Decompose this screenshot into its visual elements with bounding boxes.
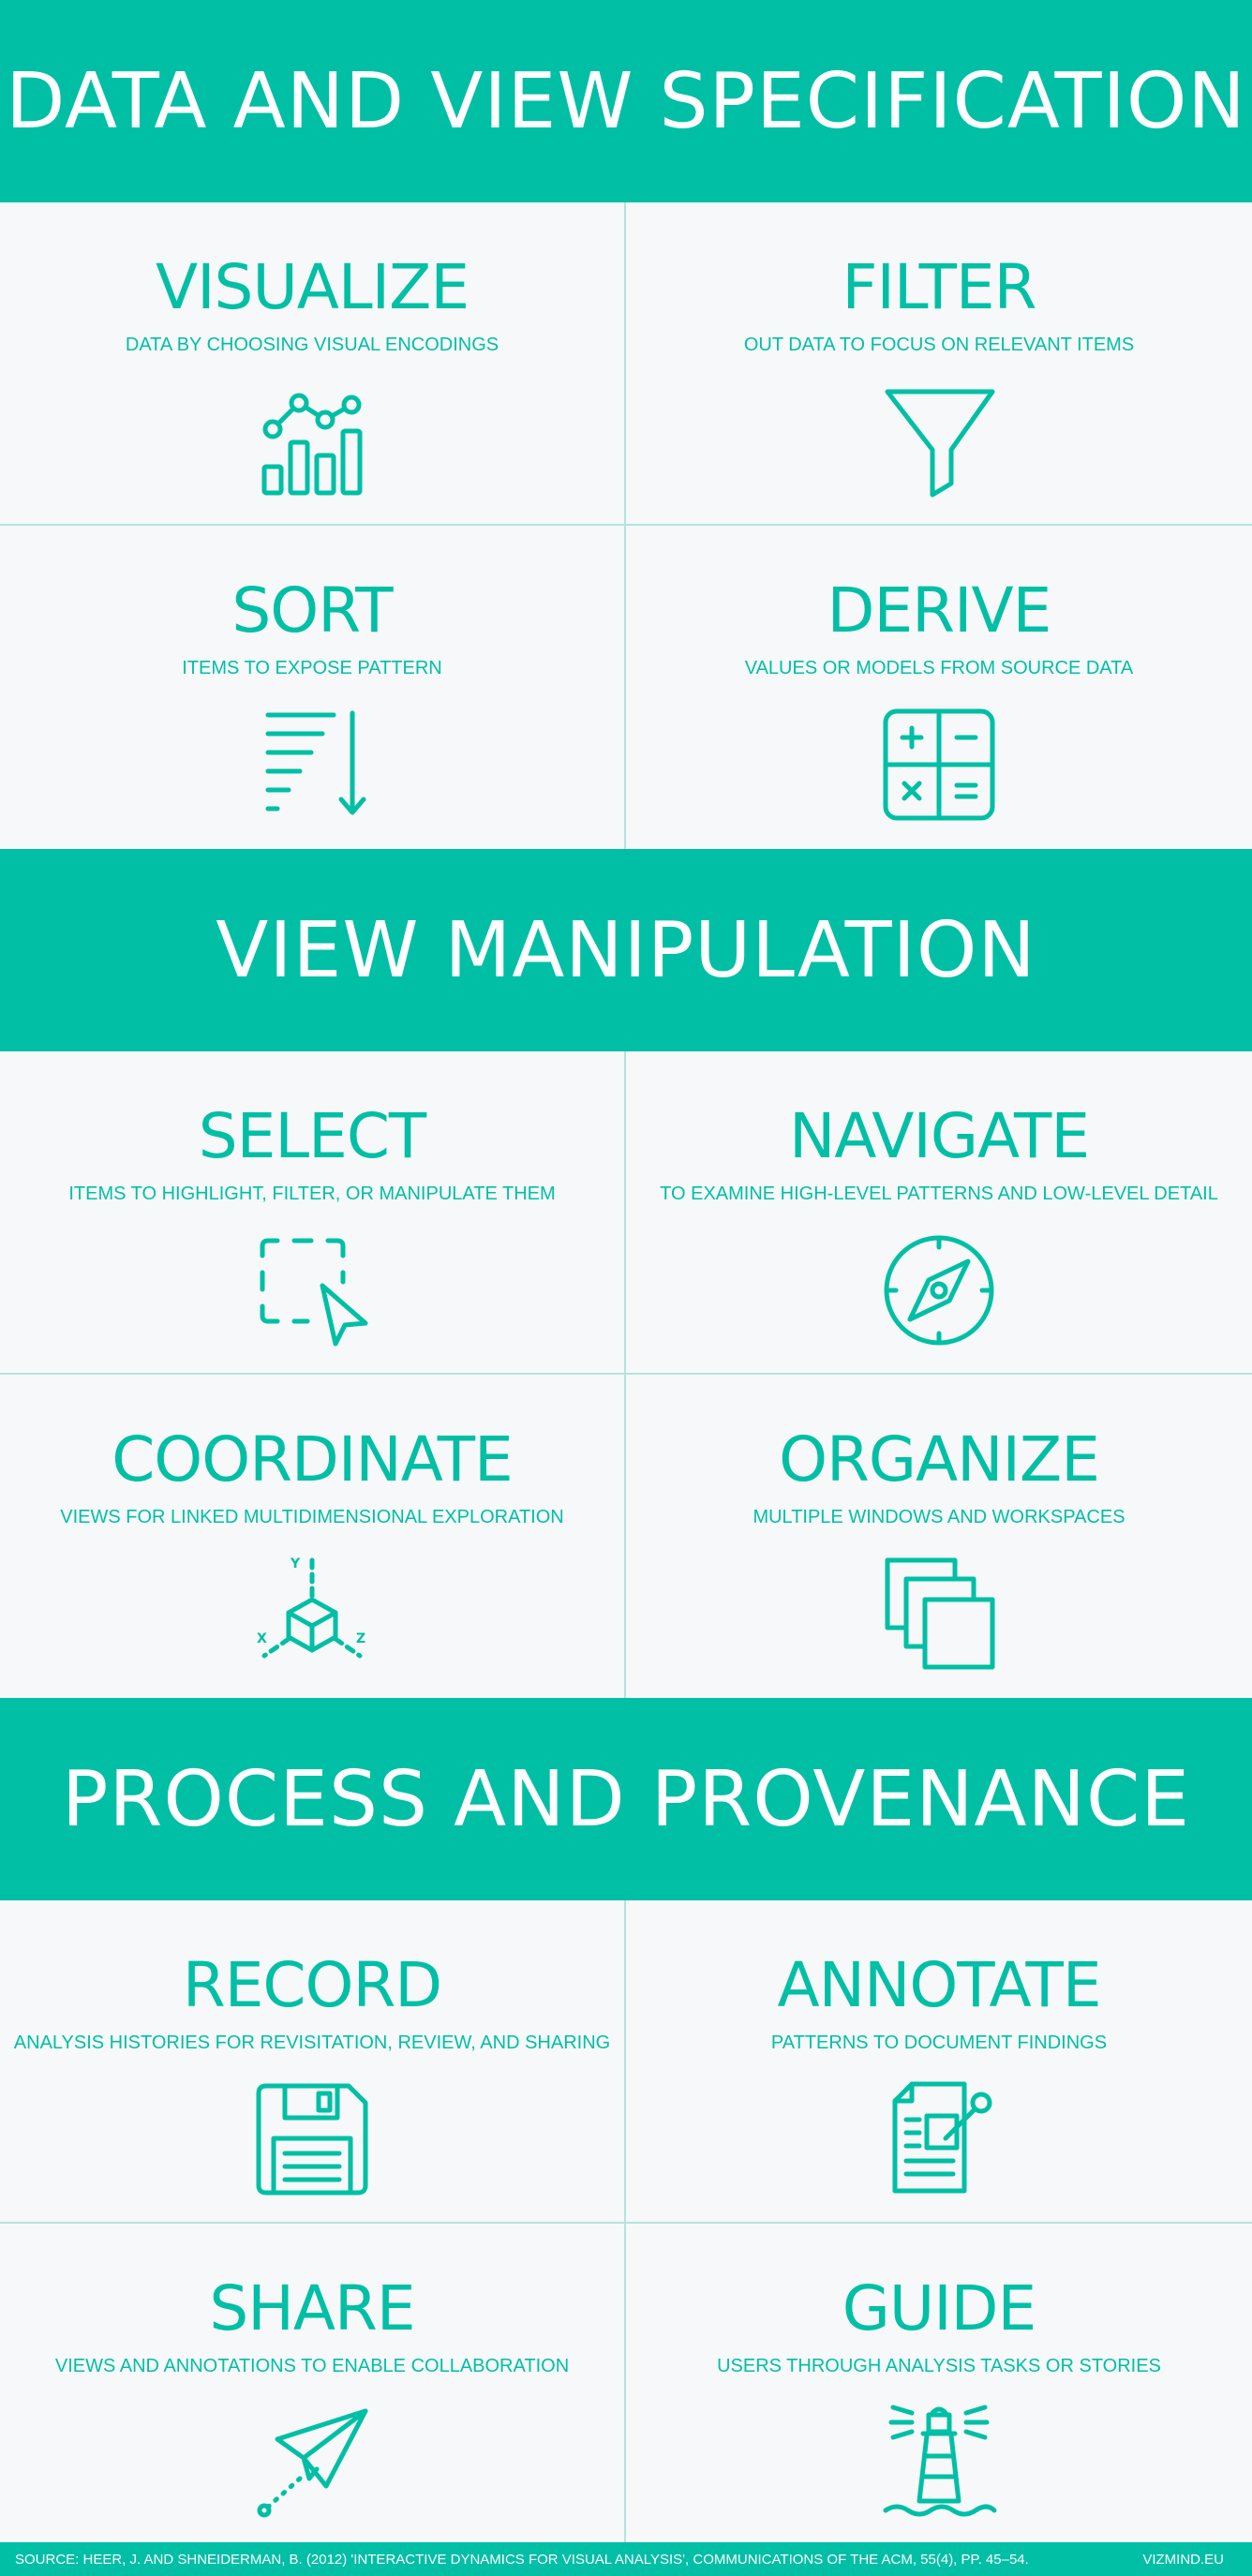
card-organize: ORGANIZE MULTIPLE WINDOWS AND WORKSPACES [626, 1375, 1252, 1698]
card-visualize: VISUALIZE DATA BY CHOOSING VISUAL ENCODI… [0, 202, 626, 526]
annotated-document-icon [878, 2078, 1000, 2200]
card-record: RECORD ANALYSIS HISTORIES FOR REVISITATI… [0, 1900, 626, 2224]
card-guide: GUIDE USERS THROUGH ANALYSIS TASKS OR ST… [626, 2224, 1252, 2547]
card-navigate: NAVIGATE TO EXAMINE HIGH-LEVEL PATTERNS … [626, 1051, 1252, 1375]
section-title: VIEW MANIPULATION [216, 905, 1036, 995]
card-title: RECORD [182, 1949, 442, 2021]
section-grid-data-and-view-specification: VISUALIZE DATA BY CHOOSING VISUAL ENCODI… [0, 202, 1252, 849]
source-citation: SOURCE: HEER, J. AND SHNEIDERMAN, B. (20… [15, 2551, 1029, 2568]
section-grid-view-manipulation: SELECT ITEMS TO HIGHLIGHT, FILTER, OR MA… [0, 1051, 1252, 1698]
card-subtitle: OUT DATA TO FOCUS ON RELEVANT ITEMS [743, 335, 1135, 355]
card-subtitle: VIEWS FOR LINKED MULTIDIMENSIONAL EXPLOR… [60, 1507, 564, 1527]
3d-axes-cube-icon: Y X Z [251, 1553, 373, 1675]
card-subtitle: TO EXAMINE HIGH-LEVEL PATTERNS AND LOW-L… [660, 1184, 1218, 1204]
compass-icon [878, 1229, 1000, 1351]
z-axis-label: Z [356, 1631, 365, 1646]
site-credit: VIZMIND.EU [1142, 2551, 1224, 2568]
bar-line-chart-icon [251, 380, 373, 502]
source-footer: SOURCE: HEER, J. AND SHNEIDERMAN, B. (20… [0, 2542, 1252, 2576]
card-title: SORT [231, 574, 393, 647]
card-title: VISUALIZE [155, 251, 470, 323]
lighthouse-icon [878, 2402, 1000, 2524]
card-title: ORGANIZE [779, 1423, 1100, 1496]
card-subtitle: MULTIPLE WINDOWS AND WORKSPACES [753, 1507, 1125, 1527]
card-subtitle: VIEWS AND ANNOTATIONS TO ENABLE COLLABOR… [54, 2356, 570, 2376]
funnel-icon [878, 380, 1000, 502]
card-title: COORDINATE [112, 1423, 514, 1496]
paper-plane-icon [251, 2402, 373, 2524]
card-annotate: ANNOTATE PATTERNS TO DOCUMENT FINDINGS [626, 1900, 1252, 2224]
card-title: DERIVE [827, 574, 1052, 647]
card-title: ANNOTATE [777, 1949, 1101, 2021]
card-subtitle: VALUES OR MODELS FROM SOURCE DATA [744, 658, 1134, 678]
section-title: DATA AND VIEW SPECIFICATION [6, 56, 1246, 146]
card-title: SHARE [209, 2272, 415, 2345]
section-header-view-manipulation: VIEW MANIPULATION [0, 849, 1252, 1051]
selection-cursor-icon [251, 1229, 373, 1351]
y-axis-label: Y [290, 1556, 301, 1571]
card-subtitle: ITEMS TO EXPOSE PATTERN [182, 658, 442, 678]
card-filter: FILTER OUT DATA TO FOCUS ON RELEVANT ITE… [626, 202, 1252, 526]
card-subtitle: PATTERNS TO DOCUMENT FINDINGS [770, 2033, 1108, 2053]
sort-descending-icon [251, 704, 373, 826]
card-derive: DERIVE VALUES OR MODELS FROM SOURCE DATA [626, 526, 1252, 849]
card-title: SELECT [198, 1100, 426, 1172]
card-subtitle: DATA BY CHOOSING VISUAL ENCODINGS [125, 335, 499, 355]
card-coordinate: COORDINATE VIEWS FOR LINKED MULTIDIMENSI… [0, 1375, 626, 1698]
x-axis-label: X [257, 1631, 267, 1646]
stacked-windows-icon [878, 1553, 1000, 1675]
card-select: SELECT ITEMS TO HIGHLIGHT, FILTER, OR MA… [0, 1051, 626, 1375]
card-subtitle: ITEMS TO HIGHLIGHT, FILTER, OR MANIPULAT… [68, 1184, 556, 1204]
card-sort: SORT ITEMS TO EXPOSE PATTERN [0, 526, 626, 849]
section-grid-process-and-provenance: RECORD ANALYSIS HISTORIES FOR REVISITATI… [0, 1900, 1252, 2547]
card-share: SHARE VIEWS AND ANNOTATIONS TO ENABLE CO… [0, 2224, 626, 2547]
card-title: GUIDE [842, 2272, 1036, 2345]
card-title: NAVIGATE [788, 1100, 1090, 1172]
card-title: FILTER [842, 251, 1037, 323]
section-header-data-and-view-specification: DATA AND VIEW SPECIFICATION [0, 0, 1252, 202]
floppy-disk-icon [251, 2078, 373, 2200]
section-header-process-and-provenance: PROCESS AND PROVENANCE [0, 1698, 1252, 1900]
calculator-icon [878, 704, 1000, 826]
card-subtitle: USERS THROUGH ANALYSIS TASKS OR STORIES [717, 2356, 1161, 2376]
card-subtitle: ANALYSIS HISTORIES FOR REVISITATION, REV… [13, 2033, 611, 2053]
section-title: PROCESS AND PROVENANCE [61, 1754, 1191, 1844]
